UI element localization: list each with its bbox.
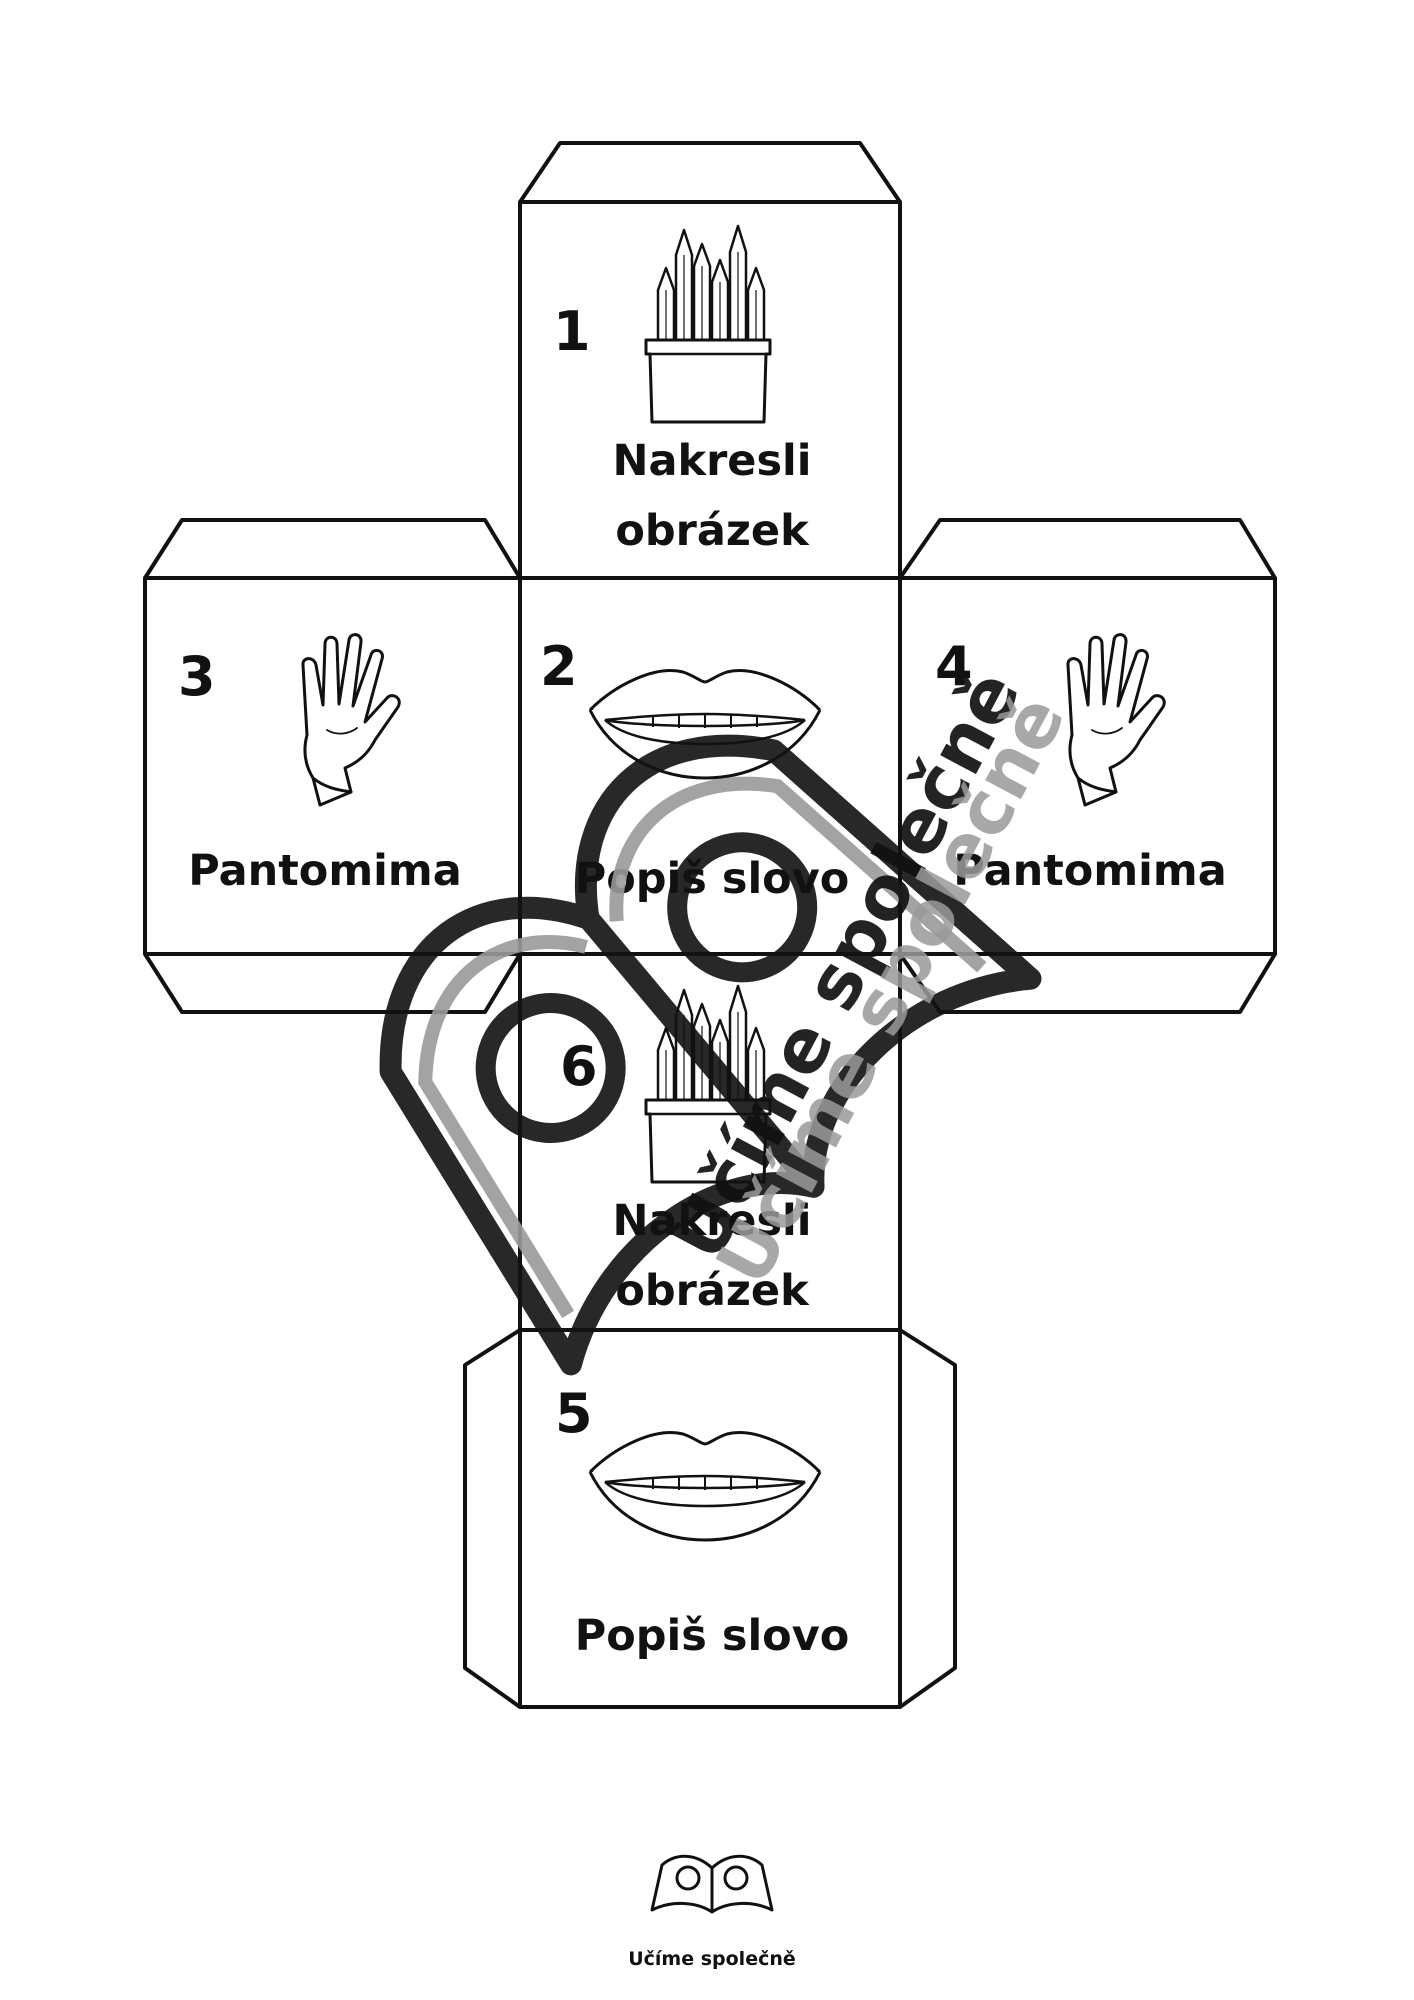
face-4: 4 Pantomima	[935, 633, 1227, 896]
glue-tab-top	[518, 141, 902, 204]
open-book-logo-icon	[650, 1854, 774, 1914]
face-1-number: 1	[553, 300, 591, 363]
face-3-label: Pantomima	[188, 846, 461, 896]
glue-tab-right-top	[898, 518, 1277, 580]
face-1-label-line-2: obrázek	[615, 506, 810, 556]
glue-tab-bottom-left	[463, 1328, 522, 1709]
face-6: 6 Nakresli obrázek	[560, 984, 812, 1316]
glue-tab-bottom-right	[898, 1328, 957, 1709]
glue-tab-left-top	[143, 518, 522, 580]
face-5-label: Popiš slovo	[575, 1611, 850, 1661]
face-5-number: 5	[555, 1382, 593, 1445]
face-3: 3 Pantomima	[178, 633, 462, 896]
face-6-number: 6	[560, 1035, 598, 1098]
face-1-label-line-1: Nakresli	[612, 436, 811, 486]
footer-logo-text: Učíme společně	[628, 1948, 796, 1970]
footer-logo: Učíme společně	[628, 1854, 796, 1970]
face-3-number: 3	[178, 645, 216, 708]
glue-tab-right-bottom	[898, 952, 1277, 1014]
face-4-label: Pantomima	[953, 846, 1226, 896]
face-2-number: 2	[540, 635, 578, 698]
face-6-label-line-2: obrázek	[615, 1266, 810, 1316]
face-5: 5 Popiš slovo	[555, 1382, 849, 1661]
face-1: 1 Nakresli obrázek	[553, 224, 812, 556]
open-book-logo-icon	[379, 734, 1042, 1376]
face-4-number: 4	[935, 635, 973, 698]
